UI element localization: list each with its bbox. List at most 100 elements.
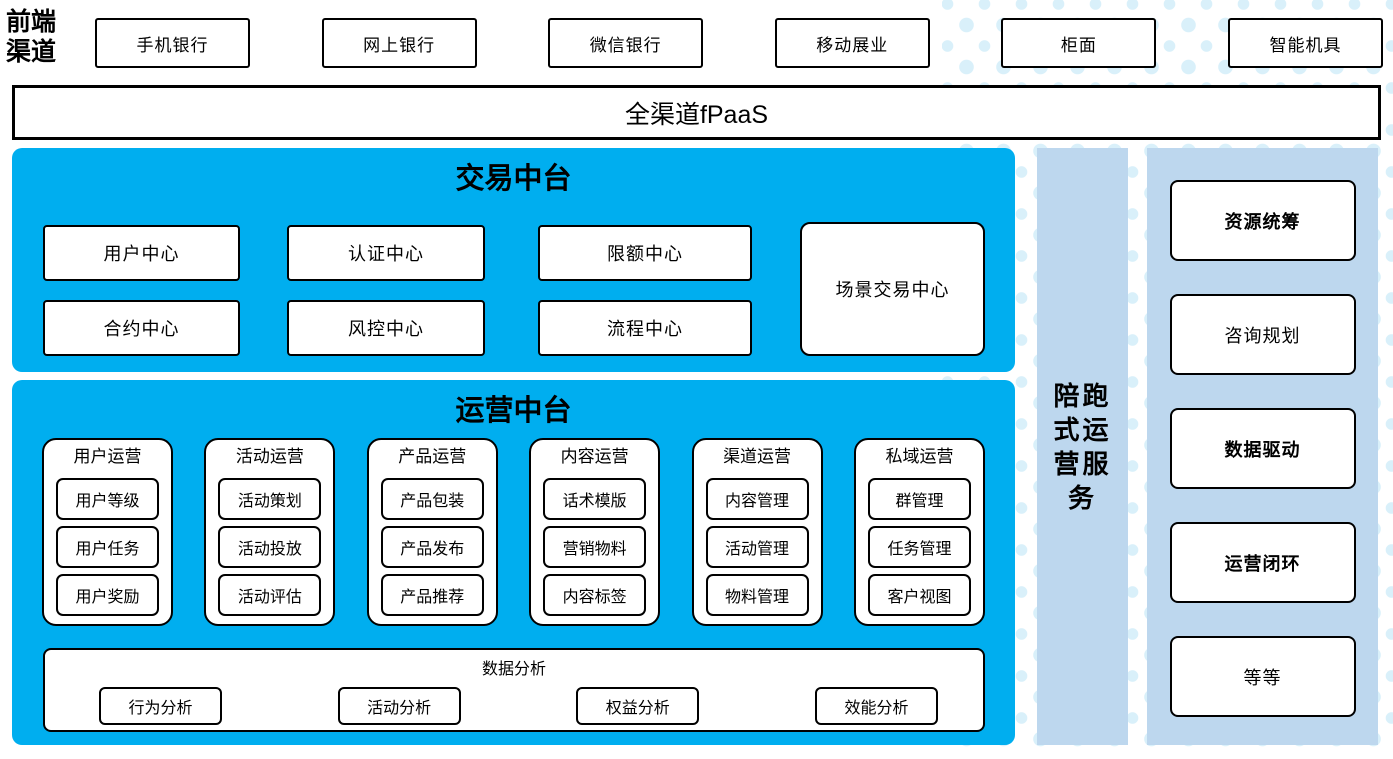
analysis-label: 权益分析 xyxy=(605,700,670,717)
trade-center-box: 流程中心 xyxy=(538,300,752,356)
ops-item-box: 产品发布 xyxy=(380,526,484,568)
channel-label: 手机银行 xyxy=(136,35,209,55)
service-box: 数据驱动 xyxy=(1169,408,1356,489)
fpaas-label: 全渠道fPaaS xyxy=(624,100,769,129)
ops-column-title: 内容运营 xyxy=(560,447,629,466)
scene-trade-center-label: 场景交易中心 xyxy=(835,280,950,300)
ops-column-user: 用户运营 用户等级 用户任务 用户奖励 xyxy=(42,438,173,626)
data-analysis-items: 行为分析 活动分析 权益分析 效能分析 xyxy=(45,687,983,725)
ops-item-box: 活动策划 xyxy=(218,478,322,520)
data-analysis-title: 数据分析 xyxy=(481,661,546,678)
ops-item-label: 物料管理 xyxy=(725,589,790,606)
service-box: 运营闭环 xyxy=(1169,522,1356,603)
operation-platform-panel: 运营中台 用户运营 用户等级 用户任务 用 xyxy=(12,380,1015,745)
ops-item-label: 内容标签 xyxy=(562,589,627,606)
service-label: 运营闭环 xyxy=(1224,553,1301,574)
operation-platform-title: 运营中台 xyxy=(455,395,572,427)
service-label: 咨询规划 xyxy=(1224,325,1301,346)
channel-box: 柜面 xyxy=(1001,18,1157,68)
trade-center-box: 限额中心 xyxy=(538,225,752,281)
ops-item-box: 任务管理 xyxy=(867,526,971,568)
ops-column-private: 私域运营 群管理 任务管理 客户视图 xyxy=(853,438,985,626)
ops-column-content: 内容运营 话术模版 营销物料 内容标签 xyxy=(529,438,661,626)
ops-column-title: 活动运营 xyxy=(235,447,304,466)
trade-center-label: 风控中心 xyxy=(348,319,424,339)
channel-label: 微信银行 xyxy=(589,35,662,55)
ops-item-label: 任务管理 xyxy=(887,541,952,558)
channel-label: 智能机具 xyxy=(1269,35,1342,55)
ops-item-label: 活动策划 xyxy=(237,493,302,510)
ops-item-box: 用户任务 xyxy=(56,526,159,568)
ops-column-items: 产品包装 产品发布 产品推荐 xyxy=(369,478,496,616)
trade-center-box: 用户中心 xyxy=(43,225,240,281)
ops-item-box: 活动投放 xyxy=(218,526,322,568)
channel-label: 网上银行 xyxy=(363,35,436,55)
ops-item-label: 产品发布 xyxy=(400,541,465,558)
ops-column-title: 渠道运营 xyxy=(723,447,792,466)
ops-item-box: 营销物料 xyxy=(543,526,647,568)
channel-box: 智能机具 xyxy=(1227,18,1383,68)
ops-column-title: 私域运营 xyxy=(885,447,954,466)
analysis-box: 活动分析 xyxy=(337,687,461,725)
channel-label: 移动展业 xyxy=(816,35,889,55)
trade-center-box: 风控中心 xyxy=(287,300,485,356)
trade-center-label: 限额中心 xyxy=(607,244,683,264)
ops-item-label: 活动投放 xyxy=(237,541,302,558)
ops-item-box: 活动评估 xyxy=(218,574,322,616)
service-box: 等等 xyxy=(1169,636,1356,717)
ops-column-items: 用户等级 用户任务 用户奖励 xyxy=(44,478,171,616)
service-box: 资源统筹 xyxy=(1169,180,1356,261)
analysis-box: 行为分析 xyxy=(99,687,222,725)
trade-center-label: 认证中心 xyxy=(348,244,424,264)
ops-item-label: 产品推荐 xyxy=(400,589,465,606)
analysis-box: 权益分析 xyxy=(576,687,700,725)
channel-box: 手机银行 xyxy=(95,18,250,68)
ops-item-label: 用户等级 xyxy=(75,493,140,510)
ops-item-box: 内容标签 xyxy=(543,574,647,616)
analysis-box: 效能分析 xyxy=(814,687,938,725)
ops-item-box: 活动管理 xyxy=(705,526,809,568)
trade-platform-panel: 交易中台 用户中心 认证中心 限额中心 合约中心 xyxy=(12,148,1015,372)
trade-center-label: 流程中心 xyxy=(607,319,683,339)
operation-columns: 用户运营 用户等级 用户任务 用户奖励 xyxy=(42,438,985,626)
service-box: 咨询规划 xyxy=(1169,294,1356,375)
ops-column-activity: 活动运营 活动策划 活动投放 活动评估 xyxy=(204,438,336,626)
companion-service-bar: 陪跑式运营服务 xyxy=(1037,148,1128,745)
ops-column-product: 产品运营 产品包装 产品发布 产品推荐 xyxy=(366,438,498,626)
trade-center-box: 认证中心 xyxy=(287,225,485,281)
ops-column-items: 话术模版 营销物料 内容标签 xyxy=(531,478,658,616)
ops-item-box: 产品包装 xyxy=(380,478,484,520)
ops-column-title: 产品运营 xyxy=(398,447,467,466)
analysis-label: 行为分析 xyxy=(128,700,193,717)
channel-box: 网上银行 xyxy=(321,18,477,68)
service-label: 资源统筹 xyxy=(1224,211,1301,232)
service-label: 数据驱动 xyxy=(1224,439,1301,460)
ops-item-label: 产品包装 xyxy=(400,493,465,510)
ops-item-box: 物料管理 xyxy=(705,574,809,616)
ops-item-box: 产品推荐 xyxy=(380,574,484,616)
trade-centers-grid: 用户中心 认证中心 限额中心 合约中心 风控中心 xyxy=(12,148,1015,372)
scene-trade-center-box: 场景交易中心 xyxy=(800,222,985,356)
ops-item-box: 群管理 xyxy=(867,478,971,520)
channel-box: 移动展业 xyxy=(774,18,930,68)
ops-item-label: 话术模版 xyxy=(562,493,627,510)
channel-row: 手机银行 网上银行 微信银行 移动展业 柜面 智能机具 xyxy=(95,18,1383,68)
ops-item-label: 内容管理 xyxy=(725,493,790,510)
channel-label: 柜面 xyxy=(1060,35,1097,55)
ops-item-box: 用户奖励 xyxy=(56,574,159,616)
trade-center-box: 合约中心 xyxy=(43,300,240,356)
service-label: 等等 xyxy=(1243,667,1282,688)
analysis-label: 活动分析 xyxy=(367,700,432,717)
ops-item-label: 用户任务 xyxy=(75,541,140,558)
ops-item-label: 群管理 xyxy=(895,493,944,510)
ops-column-items: 群管理 任务管理 客户视图 xyxy=(856,478,983,616)
trade-platform-title: 交易中台 xyxy=(455,163,572,195)
ops-item-box: 客户视图 xyxy=(867,574,971,616)
ops-item-box: 话术模版 xyxy=(543,478,647,520)
ops-column-items: 内容管理 活动管理 物料管理 xyxy=(694,478,821,616)
channel-box: 微信银行 xyxy=(548,18,704,68)
ops-item-label: 活动评估 xyxy=(237,589,302,606)
ops-item-label: 活动管理 xyxy=(725,541,790,558)
ops-column-items: 活动策划 活动投放 活动评估 xyxy=(206,478,333,616)
